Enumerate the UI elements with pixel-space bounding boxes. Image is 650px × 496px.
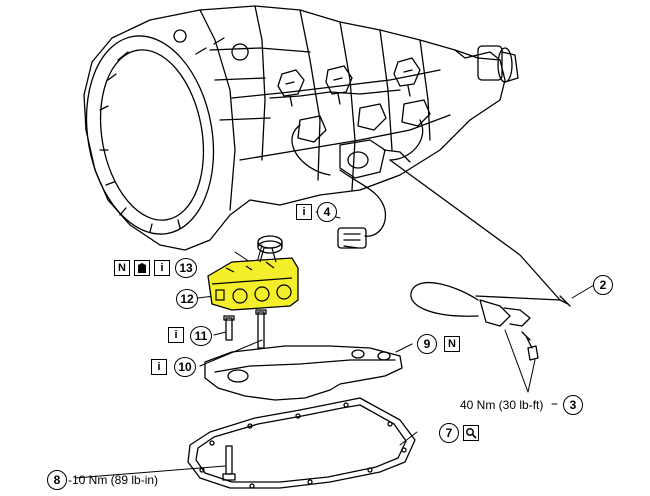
- valve-body-12-highlight: [207, 247, 299, 311]
- sealant-icon: [134, 260, 150, 276]
- main-harness-connector: [339, 139, 411, 179]
- callout-10: 10: [174, 357, 196, 377]
- shift-cable-2: [389, 159, 571, 361]
- torque-spec-3: 40 Nm (30 lb-ft): [460, 398, 544, 412]
- callout-7: 7: [439, 423, 459, 443]
- info-icon: i: [296, 204, 312, 220]
- pan-bolt-8: [222, 445, 236, 481]
- pan-gasket-7: [187, 397, 416, 489]
- callout-8: 8: [47, 470, 67, 490]
- inspect-icon: [463, 425, 479, 441]
- new-part-icon: N: [444, 336, 460, 352]
- transmission-case: [83, 5, 519, 251]
- callout-9: 9: [417, 334, 437, 354]
- callout-13: 13: [175, 258, 197, 278]
- new-part-icon: N: [114, 260, 130, 276]
- torque-spec-8: -10 Nm (89 lb-in): [68, 473, 159, 487]
- callout-12: 12: [176, 289, 198, 309]
- info-icon: i: [151, 359, 167, 375]
- filter-seal-13: [257, 235, 283, 254]
- info-icon: i: [168, 327, 184, 343]
- speed-sensor-4: [337, 169, 387, 249]
- callout-4: 4: [317, 202, 337, 222]
- callout-3: 3: [563, 395, 583, 415]
- info-icon: i: [154, 260, 170, 276]
- bolt-11: [223, 315, 235, 341]
- callout-2: 2: [593, 275, 613, 295]
- callout-11: 11: [190, 326, 212, 346]
- solenoid-connectors: [269, 57, 431, 143]
- transmission-harness: [291, 119, 424, 176]
- filter-9: [204, 345, 403, 401]
